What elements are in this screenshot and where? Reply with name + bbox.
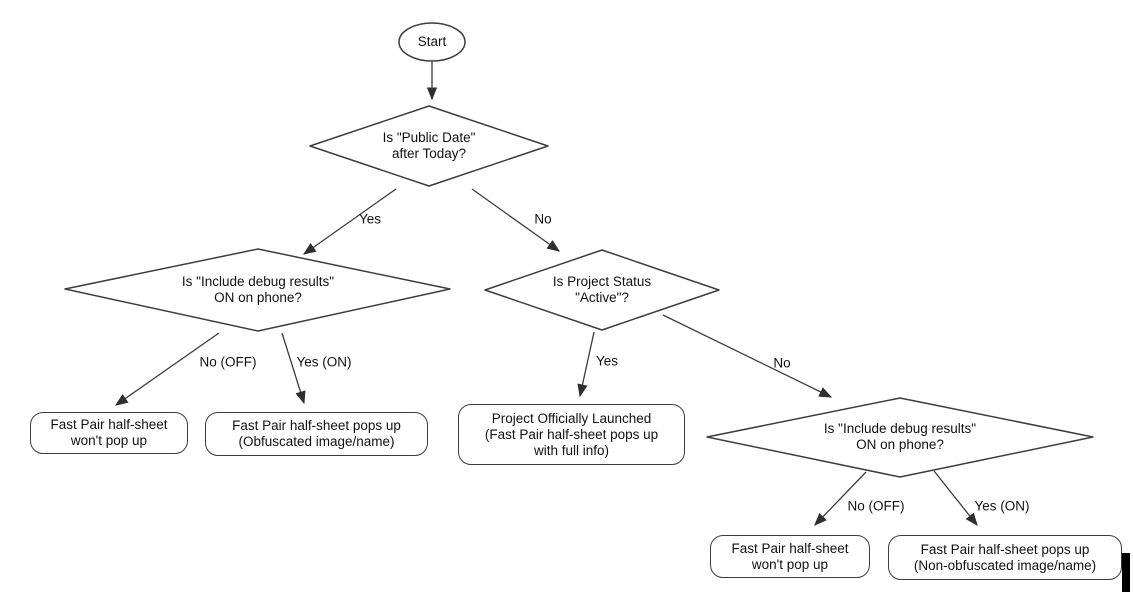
- edge-label-status-no: No: [773, 355, 791, 371]
- edge-label-public-date-no: No: [534, 211, 552, 227]
- edge-debug-left-no-off: [114, 332, 220, 406]
- edge-label-debug-right-no-off: No (OFF): [847, 498, 905, 514]
- decision-diamond-public-date: [309, 105, 549, 187]
- terminal-project-launched: Project Officially Launched (Fast Pair h…: [458, 404, 685, 465]
- decision-diamond-project-status: [484, 249, 720, 331]
- decision-diamond-debug-right: [706, 397, 1094, 478]
- edge-debug-right-yes-on: [933, 470, 978, 527]
- decision-diamond-debug-left: [64, 248, 451, 332]
- edge-label-status-yes: Yes: [595, 353, 619, 369]
- terminal-no-popup-right: Fast Pair half-sheet won't pop up: [710, 535, 870, 578]
- edge-debug-left-yes-on: [281, 332, 306, 405]
- text-cursor: [1122, 553, 1130, 592]
- edge-status-no: [662, 314, 833, 398]
- edge-label-debug-left-no-off: No (OFF): [199, 354, 257, 370]
- start-node-shape: [398, 22, 466, 62]
- edge-status-yes: [577, 331, 595, 398]
- terminal-obfuscated-popup: Fast Pair half-sheet pops up (Obfuscated…: [205, 412, 428, 456]
- terminal-non-obfuscated-popup: Fast Pair half-sheet pops up (Non-obfusc…: [888, 535, 1122, 580]
- edge-public-date-yes: [302, 188, 397, 255]
- edge-label-public-date-yes: Yes: [358, 211, 382, 227]
- edge-label-debug-right-yes-on: Yes (ON): [974, 498, 1030, 514]
- edge-label-debug-left-yes-on: Yes (ON): [296, 354, 352, 370]
- terminal-no-popup-left: Fast Pair half-sheet won't pop up: [30, 412, 188, 454]
- edge-public-date-no: [471, 188, 561, 252]
- edge-debug-right-no-off: [814, 471, 867, 526]
